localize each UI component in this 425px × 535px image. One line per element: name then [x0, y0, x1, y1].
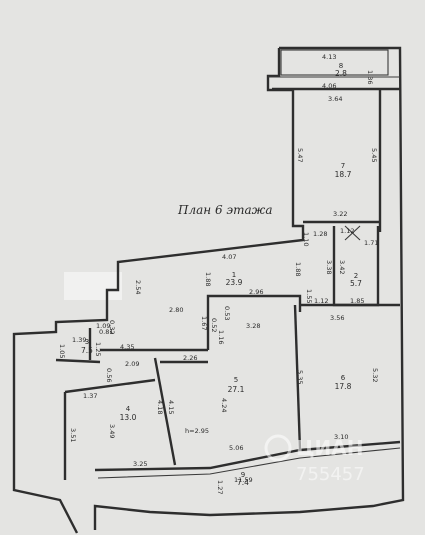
balcony-outline [280, 49, 389, 76]
room-number: 2 [354, 272, 358, 280]
room2-hatch [344, 225, 361, 241]
dimension-label: 3.49 [108, 424, 116, 438]
room-area: 13.0 [120, 413, 137, 422]
dimension-label: 1.25 [94, 342, 102, 356]
dimension-label: 4.35 [120, 343, 134, 351]
dimension-label: 3.64 [328, 95, 342, 103]
dimension-label: 4.24 [220, 398, 228, 412]
dimension-label: 0.81 [99, 328, 113, 336]
dimension-label: 5.32 [371, 368, 379, 382]
watermark-brand: ЦИАН [296, 436, 364, 460]
dimension-label: 0.53 [223, 306, 231, 320]
dimension-label: 1.36 [366, 70, 374, 84]
dimension-label: 1.12 [314, 297, 328, 305]
dimension-label: 5.45 [370, 148, 378, 162]
dimension-label: 3.25 [133, 460, 147, 468]
dimension-label: 1.39 [72, 336, 86, 344]
room-number: 9 [241, 471, 245, 479]
dimension-label: 0.56 [105, 368, 113, 382]
dimension-label: 2.80 [169, 306, 183, 314]
dimension-label: 1.67 [200, 316, 208, 330]
dimension-label: 1.88 [204, 272, 212, 286]
dimension-label: 1.12 [340, 227, 354, 235]
watermark-logo-icon [264, 434, 292, 462]
room-number: 7 [341, 162, 345, 170]
dimension-label: 3.42 [338, 260, 346, 274]
outer-wall [93, 46, 405, 530]
dimension-label: 4.06 [322, 82, 336, 90]
room-area: 23.9 [226, 278, 243, 287]
dimension-label: 5.47 [296, 148, 304, 162]
dimension-label: 1.09 [96, 322, 110, 330]
room-area: 17.8 [335, 382, 352, 391]
dimension-label: 2.54 [134, 280, 142, 294]
room4-right-wall [153, 357, 177, 466]
dimension-label: 2.96 [249, 288, 263, 296]
dimension-label: 0.32 [108, 320, 116, 334]
dimension-label: 1.28 [313, 230, 327, 238]
dimension-label: 1.10 [302, 232, 310, 246]
dimension-label: 3.10 [334, 433, 348, 441]
dimension-label: 1.16 [217, 330, 225, 344]
room-number: 4 [126, 405, 131, 413]
dimension-label: 1.55 [305, 289, 313, 303]
dimension-label: 1.27 [216, 480, 224, 494]
dimension-label: 3.56 [330, 314, 344, 322]
room-area: 5.7 [350, 279, 362, 288]
dimension-label: 0.52 [210, 318, 218, 332]
dimension-label: 4.15 [167, 400, 175, 414]
dimension-label: 11.59 [234, 476, 253, 484]
dimension-label: 3.28 [246, 322, 260, 330]
dimension-label: 3.38 [325, 260, 333, 274]
room5-top-wall [206, 294, 302, 312]
room-number: 6 [341, 374, 346, 382]
room-area: 7.4 [237, 478, 249, 487]
room-area: 27.1 [228, 385, 245, 394]
dimension-label: 2.26 [183, 354, 197, 362]
plan-title: План 6 этажа [177, 203, 272, 217]
ceiling-height-label: h=2.95 [185, 427, 209, 435]
room-number: 1 [232, 271, 236, 279]
dimension-label: 1.85 [350, 297, 364, 305]
watermark: ЦИАН 755457 [264, 434, 365, 485]
dimension-label: 3.51 [69, 428, 77, 442]
dimension-label: 3.22 [333, 210, 347, 218]
room-area: 2.8 [335, 69, 347, 78]
room-number: 5 [234, 376, 238, 384]
dimension-label: 1.05 [58, 344, 66, 358]
room-number: 8 [339, 62, 343, 70]
room5-right-wall [293, 304, 302, 451]
dimension-label: 1.37 [83, 392, 97, 400]
room-area: 18.7 [335, 170, 352, 179]
room-area: 7.5 [81, 346, 93, 355]
room-number: 3 [85, 338, 89, 346]
outer-wall-left [12, 48, 305, 534]
dimension-label: 1.71 [364, 239, 378, 247]
loggia-inner-line [97, 447, 401, 479]
dimension-label: 2.09 [125, 360, 139, 368]
dimension-label: 1.88 [294, 262, 302, 276]
dimension-label: 4.13 [322, 53, 336, 61]
dimension-label: 5.06 [229, 444, 243, 452]
dimension-label: 4.07 [222, 253, 236, 261]
room3-bottom-wall [55, 358, 101, 364]
loggia-wall [94, 440, 401, 472]
blank-patch [64, 272, 122, 300]
dimension-label: 5.35 [296, 370, 304, 384]
room4-top-wall [64, 378, 156, 394]
dimension-label: 4.18 [156, 400, 164, 414]
watermark-id: 755457 [296, 464, 365, 485]
